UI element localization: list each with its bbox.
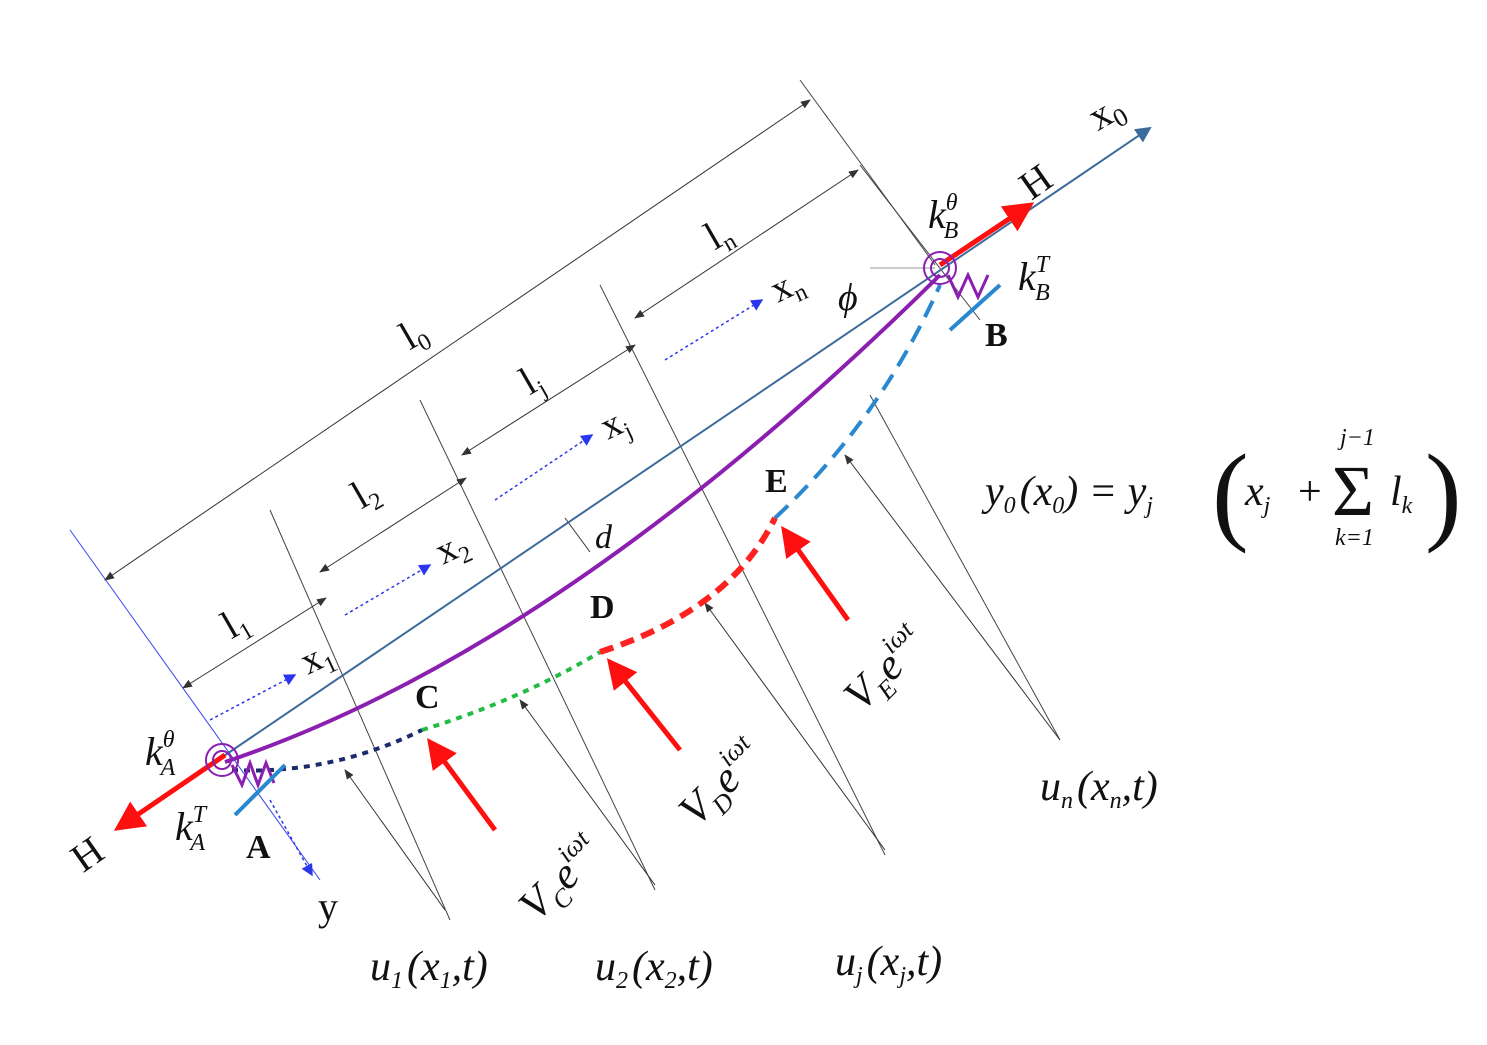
x2-arrow [344, 564, 432, 616]
guide-line-2 [419, 399, 656, 891]
x1-label: x1 [294, 632, 342, 688]
l2-label: l2 [343, 467, 388, 522]
y-axis-guide [69, 529, 321, 881]
y-arrow [269, 799, 313, 877]
support-B [923, 251, 1002, 332]
u2-label: u2(x2,t) [595, 944, 713, 994]
segment-A-C [231, 728, 423, 773]
formula-close-paren: ) [1425, 432, 1462, 554]
x2-label: x2 [429, 522, 477, 578]
formula-lhs: y0(x0) = yj [981, 469, 1153, 519]
point-C-label: C [415, 679, 440, 716]
guide-line-5 [869, 394, 1061, 741]
formula-sum-bottom: k=1 [1335, 525, 1374, 551]
guide-lines [69, 79, 1061, 921]
u1-label: u1(x1,t) [370, 944, 488, 994]
dim-l2 [319, 477, 467, 573]
ln-label: ln [697, 208, 742, 263]
rotational-spring-A-icon [205, 743, 239, 777]
segment-D-E [599, 516, 778, 655]
angle-phi-label: ϕ [838, 277, 858, 319]
x0-axis-label: x0 [1080, 84, 1134, 144]
y-axis-label: y [318, 884, 338, 929]
support-A [205, 743, 287, 817]
l0-label: l0 [392, 308, 437, 363]
formula-plus: + [1298, 469, 1322, 515]
dimension-lines [104, 99, 1061, 911]
translational-spring-A-icon [230, 758, 276, 790]
formula-sum: Σ [1332, 451, 1374, 531]
formula-open-paren: ( [1212, 432, 1249, 554]
point-E-label: E [765, 463, 788, 500]
pointer-u2 [519, 699, 656, 886]
H-right-label: H [1011, 155, 1060, 208]
formula-lk: lk [1390, 469, 1413, 519]
xn-label: xn [764, 260, 812, 316]
dim-l1 [182, 597, 327, 689]
sag-line [564, 517, 591, 553]
point-A-label: A [246, 829, 271, 866]
formula-sum-top: j−1 [1337, 425, 1375, 451]
pointer-un [844, 454, 1061, 741]
translational-spring-B-icon [946, 271, 990, 301]
ground-A [233, 763, 287, 817]
H-left-label: H [62, 827, 111, 880]
local-axis-labels: x1 x2 xj xn [294, 260, 812, 688]
x1-arrow [209, 674, 297, 721]
point-B-label: B [985, 317, 1008, 354]
point-D-label: D [590, 589, 615, 626]
segment-E-B [773, 284, 942, 520]
H-right-arrow [938, 202, 1035, 268]
pointer-uj [704, 602, 886, 851]
un-label: un(xn,t) [1040, 764, 1158, 814]
formula-xj: xj [1244, 469, 1271, 519]
pointer-u1 [344, 769, 446, 911]
local-axes [209, 299, 764, 877]
segment-C-D [421, 650, 602, 732]
displacement-labels: u1(x1,t) u2(x2,t) uj(xj,t) un(xn,t) [370, 764, 1158, 994]
ground-B [948, 283, 1002, 332]
load-VD-label: VDeiωt [666, 728, 778, 840]
rotational-spring-B-icon [923, 251, 957, 285]
dim-lj [461, 344, 636, 456]
load-C-arrow [427, 737, 498, 832]
xn-arrow [664, 299, 764, 361]
load-VE-label: VEeiωt [831, 615, 941, 725]
compatibility-formula: y0(x0) = yj ( xj + Σ j−1 k=1 lk ) [981, 425, 1462, 554]
load-labels: VCeiωt VDeiωt VEeiωt [506, 615, 941, 935]
l1-label: l1 [213, 597, 258, 652]
load-E-arrow [781, 525, 851, 622]
dim-ln [634, 169, 859, 319]
xj-label: xj [594, 399, 637, 452]
sag-d-label: d [595, 519, 613, 556]
xj-arrow [494, 434, 594, 501]
uj-label: uj(xj,t) [835, 939, 942, 989]
static-cable-profile [224, 273, 942, 764]
x0-axis-chord [214, 126, 1152, 763]
load-VC-label: VCeiωt [506, 824, 617, 935]
load-D-arrow [606, 658, 682, 752]
guide-line-4 [799, 79, 936, 266]
lj-label: lj [512, 355, 552, 407]
dim-l0 [104, 99, 811, 581]
